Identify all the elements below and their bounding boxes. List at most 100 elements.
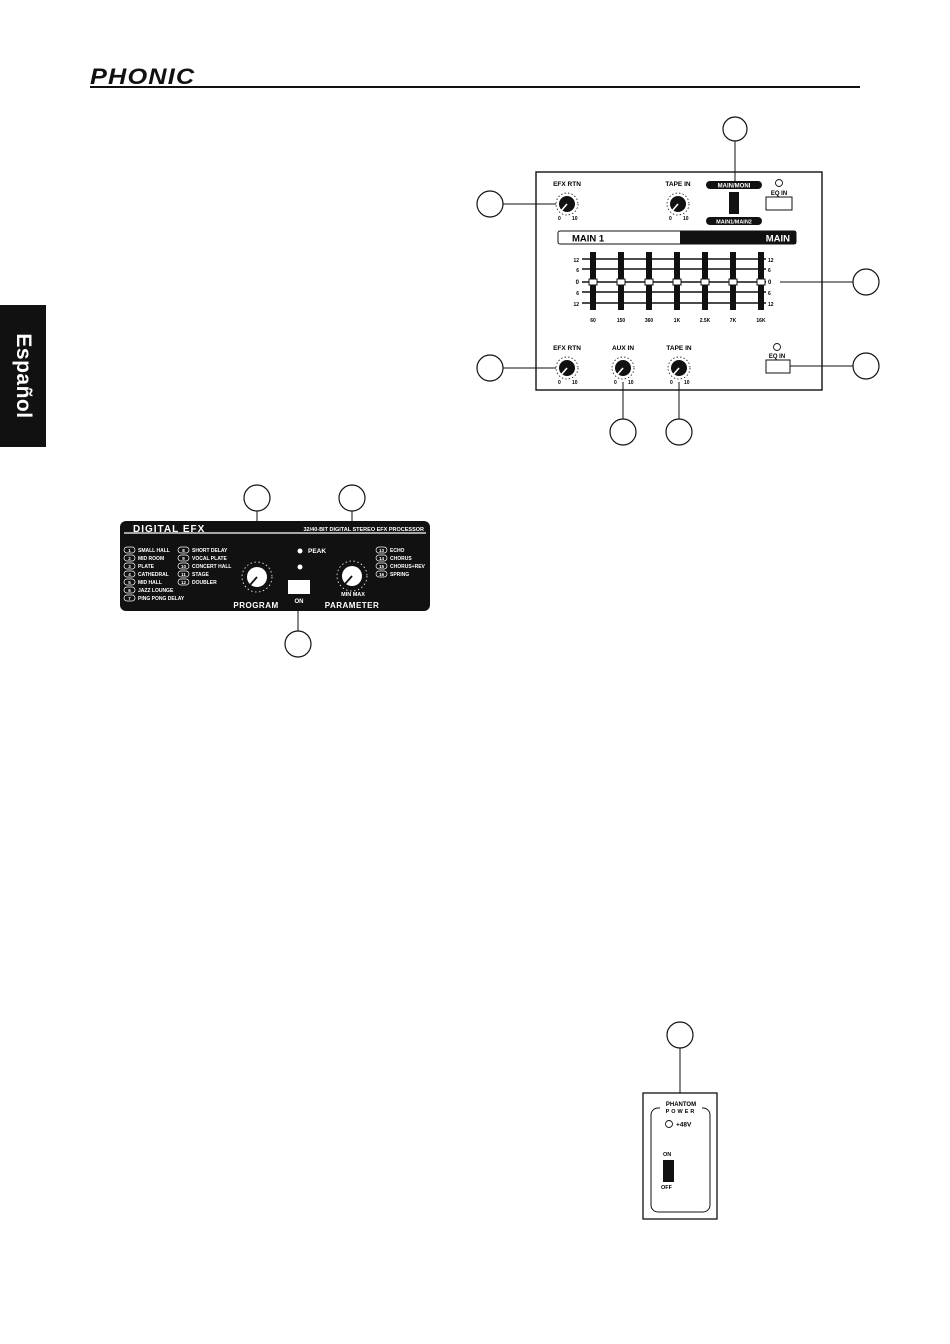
program-number: 6: [128, 588, 131, 593]
program-name: ECHO: [390, 548, 405, 554]
eq-band-label: 1K: [674, 318, 681, 324]
knob-max-label: 10: [572, 216, 578, 222]
callout-circle: [476, 190, 504, 218]
program-number: 15: [379, 564, 385, 569]
eq-in-button-bottom[interactable]: [765, 359, 791, 374]
efx-rtn-label-bottom: EFX RTN: [553, 345, 581, 352]
tape-in-label-bottom: TAPE IN: [666, 345, 691, 352]
program-name: DOUBLER: [192, 580, 217, 586]
graphic-eq: 12 6 0 6 12 12 6 0 6 12 60 150 360 1K 2.…: [573, 252, 774, 324]
aux-in-knob[interactable]: [611, 356, 635, 380]
eq-fader-knob[interactable]: [756, 278, 766, 286]
callout-circle: [666, 1021, 694, 1049]
knob-min-label: 0: [670, 380, 673, 386]
program-number-badge: [375, 554, 388, 562]
program-number-badge: [123, 554, 136, 562]
tape-in-knob-top[interactable]: [666, 192, 690, 216]
callout-circle: [609, 418, 637, 446]
phantom-on-label: ON: [663, 1152, 671, 1158]
eq-band-label: 2.5K: [700, 318, 711, 324]
phantom-switch[interactable]: [663, 1160, 674, 1182]
program-number: 8: [182, 548, 185, 553]
program-number: 13: [379, 548, 385, 553]
program-name: PLATE: [138, 564, 155, 570]
svg-text:6: 6: [576, 291, 579, 297]
knob-min-label: 0: [614, 380, 617, 386]
eq-fader-knob[interactable]: [728, 278, 738, 286]
eq-band-label: 360: [645, 318, 654, 324]
program-number: 4: [128, 572, 131, 577]
program-number-badge: [123, 562, 136, 570]
program-number: 1: [128, 548, 131, 553]
program-number-badge: [123, 594, 136, 602]
tape-in-knob-bottom[interactable]: [667, 356, 691, 380]
program-number-badge: [123, 578, 136, 586]
program-label: PROGRAM: [233, 601, 278, 610]
eq-fader-knob[interactable]: [588, 278, 598, 286]
eq-scale-left: 12 6 0 6 12: [573, 258, 579, 308]
eq-fader-knob[interactable]: [672, 278, 682, 286]
program-name: CATHEDRAL: [138, 572, 169, 578]
eq-in-label-bottom: EQ IN: [769, 354, 785, 360]
phantom-power-panel: PHANTOM POWER +48V ON OFF: [642, 1021, 718, 1220]
language-tab: Español: [0, 305, 46, 447]
svg-text:12: 12: [768, 302, 774, 308]
eq-in-button-top[interactable]: [765, 196, 793, 211]
eq-band-label: 7K: [730, 318, 737, 324]
brand-logo: PHONIC: [90, 64, 196, 89]
eq-band-label: 150: [617, 318, 626, 324]
peak-led: [297, 548, 303, 554]
program-name: STAGE: [192, 572, 210, 578]
eq-band-label: 60: [590, 318, 596, 324]
program-name: SPRING: [390, 572, 409, 578]
program-number-badge: [177, 546, 190, 554]
peak-label: PEAK: [308, 548, 326, 555]
program-name: MID ROOM: [138, 556, 164, 562]
program-number: 14: [379, 556, 385, 561]
parameter-knob[interactable]: [336, 560, 368, 592]
program-name: SMALL HALL: [138, 548, 170, 554]
efx-rtn-knob-top[interactable]: [555, 192, 579, 216]
program-number-badge: [123, 546, 136, 554]
svg-text:0: 0: [576, 280, 580, 286]
eq-fader-knob[interactable]: [700, 278, 710, 286]
program-number-badge: [177, 578, 190, 586]
efx-rtn-knob-bottom[interactable]: [555, 356, 579, 380]
callout-circle: [476, 354, 504, 382]
eq-scale-right: 12 6 0 6 12: [768, 258, 774, 308]
program-number-badge: [177, 554, 190, 562]
knob-max-label: 10: [628, 380, 634, 386]
aux-in-label: AUX IN: [612, 345, 634, 352]
program-number-badge: [177, 562, 190, 570]
eq-fader-knob[interactable]: [644, 278, 654, 286]
callout-circle: [722, 116, 748, 142]
voltage-label: +48V: [676, 1122, 692, 1129]
program-number: 2: [128, 556, 131, 561]
eq-fader-knob[interactable]: [616, 278, 626, 286]
program-number: 16: [379, 572, 385, 577]
eq-band-label: 16K: [756, 318, 766, 324]
eq-in-led-bottom: [773, 343, 781, 351]
phantom-label: PHANTOM: [666, 1102, 696, 1108]
main-moni-switch[interactable]: [729, 192, 739, 214]
main-bar-label: MAIN: [766, 234, 790, 245]
program-number: 9: [182, 556, 185, 561]
program-knob[interactable]: [241, 561, 273, 593]
callout-circle: [338, 484, 366, 512]
parameter-label: PARAMETER: [325, 601, 380, 610]
digital-efx-panel: DIGITAL EFX 32/40-BIT DIGITAL STEREO EFX…: [120, 484, 430, 658]
program-number-badge: [375, 546, 388, 554]
efx-rtn-label-top: EFX RTN: [553, 181, 581, 188]
callout-circle: [852, 268, 880, 296]
program-number: 11: [181, 572, 186, 577]
phantom-off-label: OFF: [661, 1185, 673, 1191]
knob-max-label: 10: [683, 216, 689, 222]
program-name: CONCERT HALL: [192, 564, 231, 570]
program-name: JAZZ LOUNGE: [138, 588, 174, 594]
efx-on-button[interactable]: [288, 580, 310, 594]
callout-circle: [852, 352, 880, 380]
